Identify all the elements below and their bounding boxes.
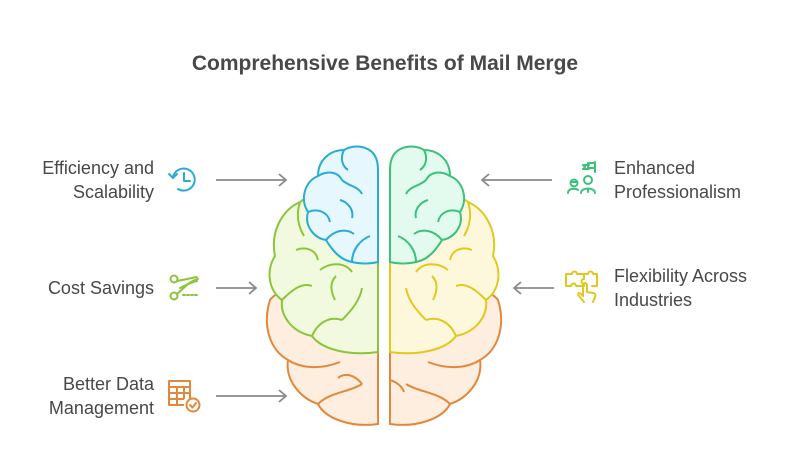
label-line: Better Data xyxy=(62,374,154,394)
label-line: Cost Savings xyxy=(47,278,154,298)
label-efficiency-scalability: Efficiency and Scalability xyxy=(42,156,154,204)
label-better-data-management: Better Data Management xyxy=(49,372,154,420)
brain-lobe-green-right xyxy=(389,145,466,265)
label-line: Scalability xyxy=(72,182,154,202)
label-line: Flexibility Across xyxy=(614,266,748,286)
arrow-flexibility xyxy=(512,281,554,295)
label-cost-savings: Cost Savings xyxy=(48,276,154,300)
diagram-title: Comprehensive Benefits of Mail Merge xyxy=(191,52,579,75)
scissors-cut-icon xyxy=(164,268,204,308)
label-flexibility-across-industries: Flexibility Across Industries xyxy=(614,264,747,312)
table-check-icon xyxy=(164,376,204,416)
puzzle-touch-icon xyxy=(562,266,602,306)
label-line: Efficiency and xyxy=(42,158,154,178)
label-enhanced-professionalism: Enhanced Professionalism xyxy=(614,156,741,204)
arrow-efficiency xyxy=(216,173,288,187)
clock-history-icon xyxy=(164,160,204,200)
label-line: Professionalism xyxy=(614,182,742,202)
arrow-cost-savings xyxy=(216,281,258,295)
arrow-data-management xyxy=(216,389,288,403)
arrow-professionalism xyxy=(480,173,552,187)
label-line: Enhanced xyxy=(614,158,696,178)
brain-lobe-blue-left xyxy=(302,145,379,265)
team-flag-icon xyxy=(562,158,602,198)
brain-diagram xyxy=(265,145,503,426)
label-line: Management xyxy=(48,398,154,418)
label-line: Industries xyxy=(614,290,693,310)
